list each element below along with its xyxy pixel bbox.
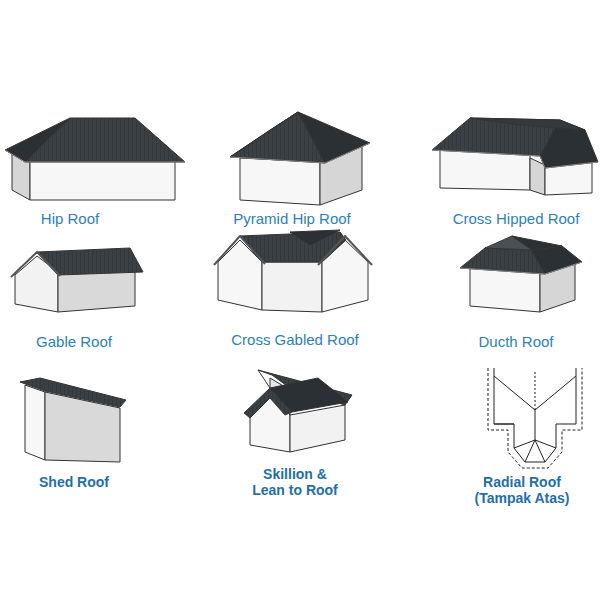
roof-type-label: Radial Roof (Tampak Atas)	[456, 474, 588, 506]
hip-roof-drawing	[5, 118, 185, 200]
roof-type-label: Hip Roof	[41, 210, 99, 227]
cross-gabled-roof-drawing	[214, 230, 372, 312]
dutch-roof-drawing	[460, 236, 582, 312]
shed-roof-drawing	[20, 378, 126, 462]
roof-type-label: Cross Gabled Roof	[231, 331, 359, 348]
gable-roof-drawing	[11, 248, 143, 312]
pyramid-hip-roof-drawing	[230, 112, 370, 205]
radial-roof-plan	[488, 368, 582, 468]
cross-hipped-roof-drawing	[432, 118, 598, 195]
roof-type-label: Shed Roof	[39, 474, 109, 490]
roof-type-label: Skillion & Lean to Roof	[245, 466, 345, 498]
roof-type-label: Cross Hipped Roof	[453, 210, 580, 227]
skillion-lean-to-roof-drawing	[244, 370, 352, 452]
roof-type-label: Pyramid Hip Roof	[233, 210, 351, 227]
roof-type-label: Gable Roof	[36, 333, 112, 350]
roof-type-label: Ducth Roof	[478, 333, 553, 350]
